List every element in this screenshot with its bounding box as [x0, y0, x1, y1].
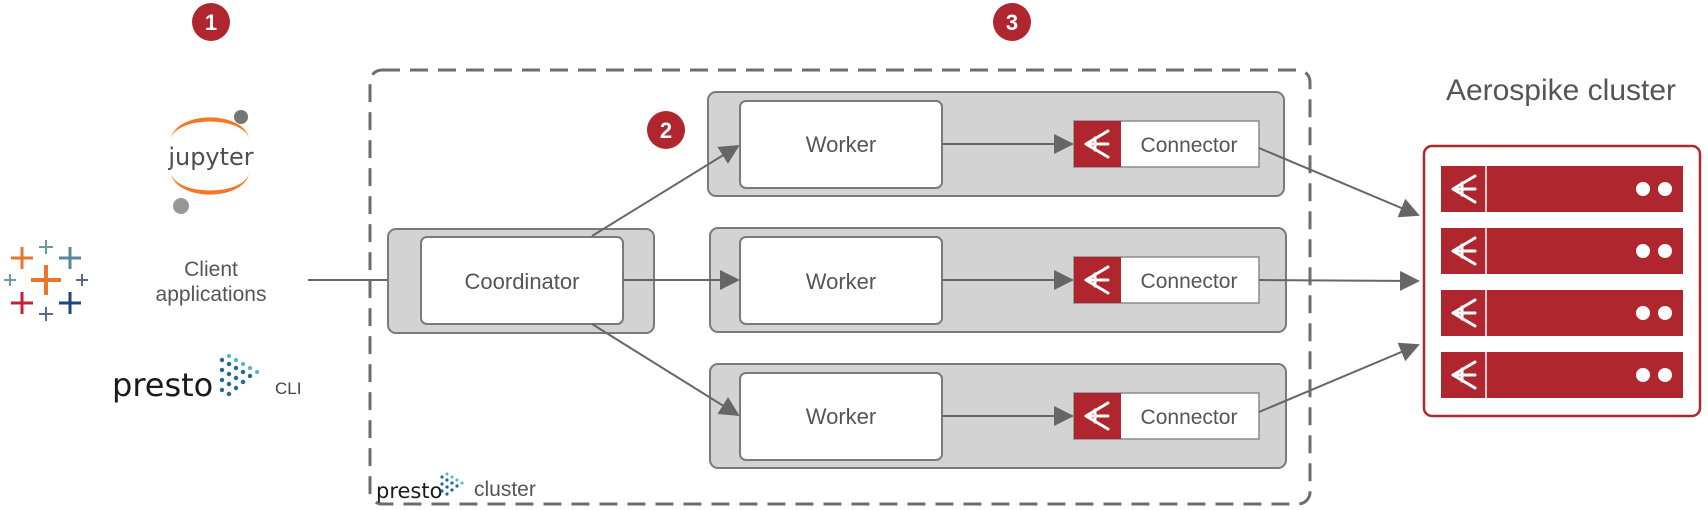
- svg-text:cluster: cluster: [474, 478, 536, 501]
- step-badge-2: 2: [647, 111, 685, 149]
- step-badge-3: 3: [993, 3, 1031, 41]
- connector-label: Connector: [1141, 134, 1238, 157]
- worker-label: Worker: [806, 269, 877, 294]
- svg-text:1: 1: [205, 10, 217, 35]
- arrow-coordinator-to-worker-1: [591, 144, 740, 237]
- presto-cluster-footer: presto cluster: [376, 472, 536, 503]
- aerospike-node-3: [1441, 290, 1683, 336]
- presto-cluster-container: [368, 68, 1312, 506]
- coordinator-label: Coordinator: [465, 269, 580, 294]
- worker-row-3: Worker Connector: [709, 363, 1287, 469]
- aerospike-cluster-title: Aerospike cluster: [1446, 74, 1676, 107]
- arrow-coordinator-to-worker-3: [591, 323, 740, 417]
- jupyter-logo: jupyter: [167, 110, 254, 214]
- aerospike-cluster-container: [1422, 144, 1702, 418]
- worker-row-1: Worker Connector: [707, 91, 1285, 197]
- connector-label: Connector: [1141, 406, 1238, 429]
- svg-text:presto: presto: [376, 479, 442, 503]
- connector-label: Connector: [1141, 270, 1238, 293]
- client-label-line2: applications: [156, 283, 267, 306]
- svg-text:3: 3: [1006, 10, 1018, 35]
- worker-label: Worker: [806, 132, 877, 157]
- arrow-connector-3-to-aerospike: [1258, 342, 1420, 413]
- aerospike-node-1: [1441, 166, 1683, 212]
- step-badge-1: 1: [192, 3, 230, 41]
- svg-text:jupyter: jupyter: [167, 143, 253, 171]
- arrow-connector-1-to-aerospike: [1258, 147, 1420, 218]
- client-label-line1: Client: [184, 258, 238, 281]
- worker-row-2: Worker Connector: [709, 227, 1287, 333]
- svg-text:2: 2: [660, 118, 672, 143]
- aerospike-node-2: [1441, 228, 1683, 274]
- svg-text:presto: presto: [112, 366, 213, 404]
- tableau-icon: [4, 240, 88, 321]
- presto-logo: presto CLI: [112, 354, 301, 404]
- worker-label: Worker: [806, 404, 877, 429]
- svg-text:CLI: CLI: [275, 379, 301, 398]
- aerospike-node-4: [1441, 352, 1683, 398]
- arrow-connector-2-to-aerospike: [1258, 270, 1420, 291]
